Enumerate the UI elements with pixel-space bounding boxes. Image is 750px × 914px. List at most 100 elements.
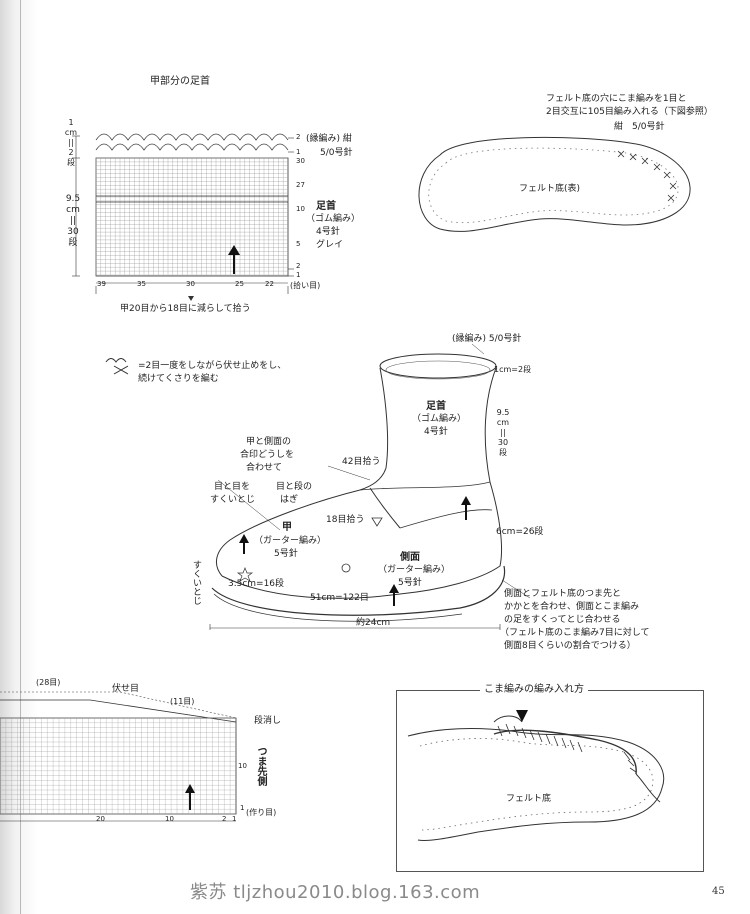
col-mark: 39 [97,280,106,288]
toe-side-label: つま先側 [255,746,266,786]
toe-col-mark: 10 [165,815,174,823]
ankle-chart-title: 甲部分の足首 [150,76,210,87]
toe-cast-on: (作り目) [246,808,277,817]
ankle-height-3: || [500,428,506,437]
dim-main-1: 9.5 [65,194,81,204]
decrease-note: 甲20目から18目に減らして拾う [120,304,251,314]
page-fold-line [20,0,21,914]
ankle-height-5: 段 [499,448,507,457]
watermark: 紫苏 tljzhou2010.blog.163.com [190,882,481,903]
join-left-2: すくいとじ [210,495,256,505]
side-name: 側面 [400,552,420,563]
toe-top-label: (28目) [36,678,61,687]
toe-col-mark: 1 [232,815,237,823]
felt-note-color: 紺 5/0号針 [614,122,665,132]
join-right-2: はぎ [280,495,299,505]
toe-row-mark-low: 1 [240,804,245,812]
toe-bind-off: 伏せ目 [112,684,140,694]
join-left-1: 目と目を [214,482,251,492]
toe-heart-label: (11目) [170,697,195,706]
boot-length: 約24cm [356,618,391,628]
dim-top-1: 1 [68,118,74,127]
side-height: 6cm=26段 [496,527,544,537]
toe-row-mark: 10 [238,762,247,770]
ankle-top-dimension: 1 cm || 2 段 [64,118,78,168]
bind-off-symbol-icon [105,358,129,375]
boot-drawing [209,343,530,630]
boot-pickup42: 42目拾う [342,457,381,467]
toe-name: 甲 [282,522,292,533]
toe-col-mark: 20 [96,815,105,823]
part-name: 足首 [316,201,336,212]
toe-chart-grid [0,691,237,822]
boot-edge-label: (縁編み) 5/0号針 [452,334,522,344]
sew-note-3: の足をすくってとじ合わせる [504,615,621,625]
col-mark: 35 [137,280,146,288]
dim-main-4: 30 [67,227,79,237]
row-mark: 1 [296,148,301,156]
ankle-height-2: cm [496,418,510,427]
legend-line1: =2目一度をしながら伏せ止めをし、 [138,361,287,371]
join-note-2: 合印どうしを [240,450,295,460]
toe-dim: 3.5cm=16段 [228,579,285,589]
pickup-note: (拾い目) [290,281,321,290]
felt-sole-label: フェルト底(表) [519,184,581,194]
edge-label: (縁編み) 紺 [306,134,352,144]
dim-main-5: 段 [68,238,78,248]
ankle-height-4: 30 [497,438,509,447]
sew-note-5: 側面8目くらいの割合でつける） [504,641,636,651]
page-gutter [0,0,38,914]
toe-stitch: （ガーター編み） [254,536,327,546]
col-mark: 25 [235,280,244,288]
join-note-3: 合わせて [246,463,283,473]
row-mark: 10 [296,205,305,213]
toe-dec-label: 段消し [254,716,282,726]
sc-inset-drawing [407,710,665,841]
col-mark: 22 [265,280,274,288]
toe-needle: 5号針 [274,549,298,559]
row-mark: 2 [296,133,301,141]
col-mark: 30 [186,280,195,288]
ankle-height-1: 9.5 [496,408,510,417]
sew-note-4: （フェルト底のこま編み7目に対して [500,628,650,638]
edge-needle: 5/0号針 [320,148,353,158]
row-mark: 27 [296,181,305,189]
dim-main-3: || [69,216,77,226]
sew-note-1: 側面とフェルト底のつま先と [504,589,622,599]
legend-line2: 続けてくさりを編む [138,374,219,384]
ankle-main-dimension: 9.5 cm || 30 段 [62,194,84,249]
bottom-dim: 51cm=122目 [310,593,369,603]
join-note-1: 甲と側面の [246,437,292,447]
sc-sole-label: フェルト底 [506,794,552,804]
boot-ankle-needle: 4号針 [424,427,448,437]
part-stitch: （ゴム編み） [306,214,361,224]
side-sewing-label: すくいとじ [191,560,201,605]
part-needle: 4号針 [316,227,340,237]
page-number: 45 [712,886,725,897]
sc-box-title: こま編みの編み入れ方 [480,684,588,696]
side-needle: 5号針 [398,578,422,588]
row-mark: 30 [296,157,305,165]
boot-ankle-name: 足首 [426,401,446,412]
felt-note-line1: フェルト底の穴にこま編みを1目と [546,94,687,104]
row-mark: 1 [296,271,301,279]
dim-top-4: 2 [68,148,74,157]
boot-edge-dim: 1cm=2段 [494,365,532,374]
ankle-chart-grid [72,133,294,301]
dim-top-5: 段 [67,158,75,167]
toe-col-mark: 2 [222,815,227,823]
dim-main-2: cm [66,205,80,215]
row-mark: 5 [296,240,301,248]
side-stitch: （ガーター編み） [378,565,451,575]
boot-ankle-stitch: （ゴム編み） [412,414,467,424]
dim-top-2: cm [64,128,78,137]
boot-pickup18: 18目拾う [326,515,365,525]
row-mark: 2 [296,262,301,270]
join-right-1: 目と段の [276,482,313,492]
part-color: グレイ [316,240,344,250]
dim-top-3: || [68,138,74,147]
boot-ankle-height: 9.5 cm || 30 段 [494,408,512,458]
felt-note-line2: 2目交互に105目編み入れる（下図参照） [546,107,713,117]
sew-note-2: かかとを合わせ、側面とこま編み [504,602,640,612]
